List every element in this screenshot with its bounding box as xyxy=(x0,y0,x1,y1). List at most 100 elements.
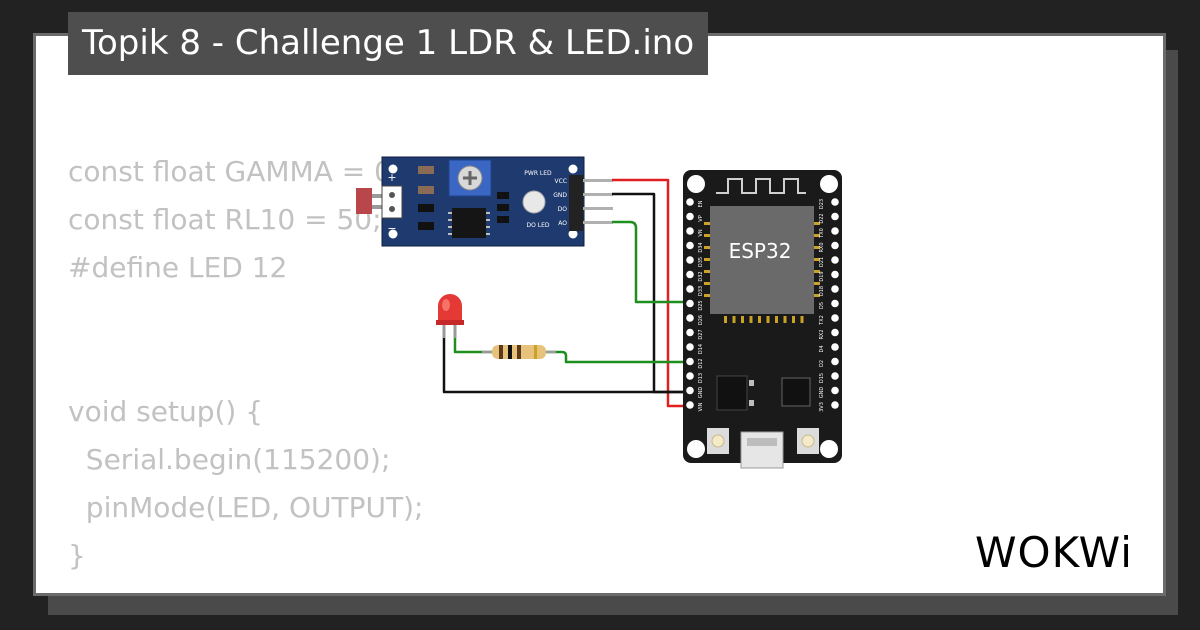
esp32-pin-label: D18 xyxy=(819,286,825,296)
esp32-pin-right-d23[interactable] xyxy=(831,198,839,206)
esp32-pin-right-gnd[interactable] xyxy=(831,386,839,395)
module-pad xyxy=(800,316,804,323)
esp32-pin-right-tx0[interactable] xyxy=(831,227,839,235)
module-pad xyxy=(814,282,820,285)
esp32-module xyxy=(710,206,814,314)
resistor-band xyxy=(508,345,512,359)
esp32-pin-left-d35[interactable] xyxy=(686,256,694,264)
pin-label-vcc: VCC xyxy=(555,178,567,185)
esp32-pin-left-d12[interactable] xyxy=(686,357,694,366)
wire-resistor-d12[interactable] xyxy=(546,350,688,364)
module-pad xyxy=(704,222,710,225)
pin-label-gnd: GND xyxy=(553,192,567,199)
mount-hole xyxy=(388,229,398,239)
esp32-pin-left-d32[interactable] xyxy=(686,270,694,279)
esp32-pin-label: D25 xyxy=(698,300,704,310)
esp32-pin-right-rx2[interactable] xyxy=(831,328,839,337)
smd-resistor xyxy=(418,166,434,174)
socket-pin xyxy=(389,192,395,198)
module-pad xyxy=(704,270,710,273)
esp32-pin-label: VIN xyxy=(698,402,704,411)
mount-hole xyxy=(568,229,578,239)
module-pad xyxy=(775,316,778,323)
red-led[interactable] xyxy=(436,294,464,338)
smd-resistor xyxy=(418,186,434,194)
module-pad xyxy=(704,234,710,237)
do-led-label: DO LED xyxy=(526,222,549,229)
pin-header xyxy=(569,175,583,231)
resistor-band xyxy=(517,345,521,359)
esp32-pin-left-d14[interactable] xyxy=(686,343,694,351)
esp32-board[interactable]: ESP32 ENVPVND34D35D32D33D25D26D27D14D12D… xyxy=(683,170,842,469)
esp32-pin-left-en[interactable] xyxy=(686,198,694,206)
micro-usb-port[interactable] xyxy=(740,431,784,469)
module-pad xyxy=(704,258,710,261)
esp32-pin-label: D15 xyxy=(819,373,825,383)
esp32-pin-label: D12 xyxy=(698,358,704,368)
esp32-pin-left-vp[interactable] xyxy=(686,212,694,221)
code-line: pinMode(LED, OUTPUT); xyxy=(68,491,424,524)
pwr-led-label: PWR LED xyxy=(524,170,552,177)
wire-led-cathode[interactable] xyxy=(442,334,688,394)
photoresistor xyxy=(356,188,372,214)
ldr-module[interactable]: + − PWR LED DO LED VCC GND DO AO xyxy=(356,156,613,247)
resistor[interactable] xyxy=(482,345,556,359)
esp32-pin-left-gnd[interactable] xyxy=(686,386,694,395)
esp32-pin-right-d4[interactable] xyxy=(831,343,839,351)
code-line: } xyxy=(68,539,86,572)
smd-component xyxy=(418,204,434,212)
esp32-pin-label: D34 xyxy=(698,242,704,252)
esp32-pin-right-3v3[interactable] xyxy=(831,401,839,409)
code-line: Serial.begin(115200); xyxy=(68,443,391,476)
esp32-pin-label: D26 xyxy=(698,315,704,325)
esp32-pin-left-d26[interactable] xyxy=(686,314,694,322)
esp32-pin-right-d2[interactable] xyxy=(831,357,839,366)
esp32-pin-label: D13 xyxy=(698,373,704,383)
smd-component xyxy=(497,204,509,211)
photoresistor-lead xyxy=(372,194,382,198)
esp32-pin-right-d5[interactable] xyxy=(831,299,839,308)
esp32-pin-right-rx0[interactable] xyxy=(831,241,839,250)
esp32-pin-left-d25[interactable] xyxy=(686,299,694,308)
wire-vcc[interactable] xyxy=(612,178,688,408)
esp32-pin-right-d15[interactable] xyxy=(831,372,839,380)
module-pad xyxy=(792,316,795,323)
socket-pin xyxy=(389,206,395,212)
wire-ao[interactable] xyxy=(612,220,688,304)
esp32-pin-left-vn[interactable] xyxy=(686,227,694,235)
indicator-led xyxy=(522,190,546,214)
module-pad xyxy=(814,246,820,249)
module-pad xyxy=(783,316,787,323)
mount-hole xyxy=(820,175,838,193)
pin-label-ao: AO xyxy=(558,220,567,227)
esp32-pin-right-d18[interactable] xyxy=(831,285,839,293)
esp32-pin-right-tx2[interactable] xyxy=(831,314,839,322)
module-pad xyxy=(814,222,820,225)
esp32-pin-right-d21[interactable] xyxy=(831,256,839,264)
mount-hole xyxy=(388,164,398,174)
esp32-pin-left-d34[interactable] xyxy=(686,241,694,250)
smd-component xyxy=(497,216,509,223)
smd-component xyxy=(497,192,509,199)
mount-hole xyxy=(568,164,578,174)
esp32-pin-left-d33[interactable] xyxy=(686,285,694,293)
esp32-pin-label: D5 xyxy=(819,302,825,309)
mount-hole xyxy=(820,440,838,458)
module-pad xyxy=(758,316,761,323)
esp32-pin-left-d13[interactable] xyxy=(686,372,694,380)
esp32-pin-label: D32 xyxy=(698,271,704,281)
esp32-pin-label: D21 xyxy=(819,257,825,267)
module-pad xyxy=(704,246,710,249)
esp32-pin-right-d19[interactable] xyxy=(831,270,839,279)
module-pad xyxy=(704,294,710,297)
esp32-pin-label: D33 xyxy=(698,286,704,296)
mount-hole xyxy=(687,440,705,458)
esp32-pin-label: D14 xyxy=(698,344,704,354)
esp32-pin-right-d22[interactable] xyxy=(831,212,839,221)
plus-label: + xyxy=(387,171,396,184)
esp32-pin-label: GND xyxy=(698,387,704,399)
wire-led-anode[interactable] xyxy=(453,334,492,354)
esp32-pin-left-d27[interactable] xyxy=(686,328,694,337)
esp32-pin-left-vin[interactable] xyxy=(686,401,694,409)
module-pad xyxy=(814,270,820,273)
